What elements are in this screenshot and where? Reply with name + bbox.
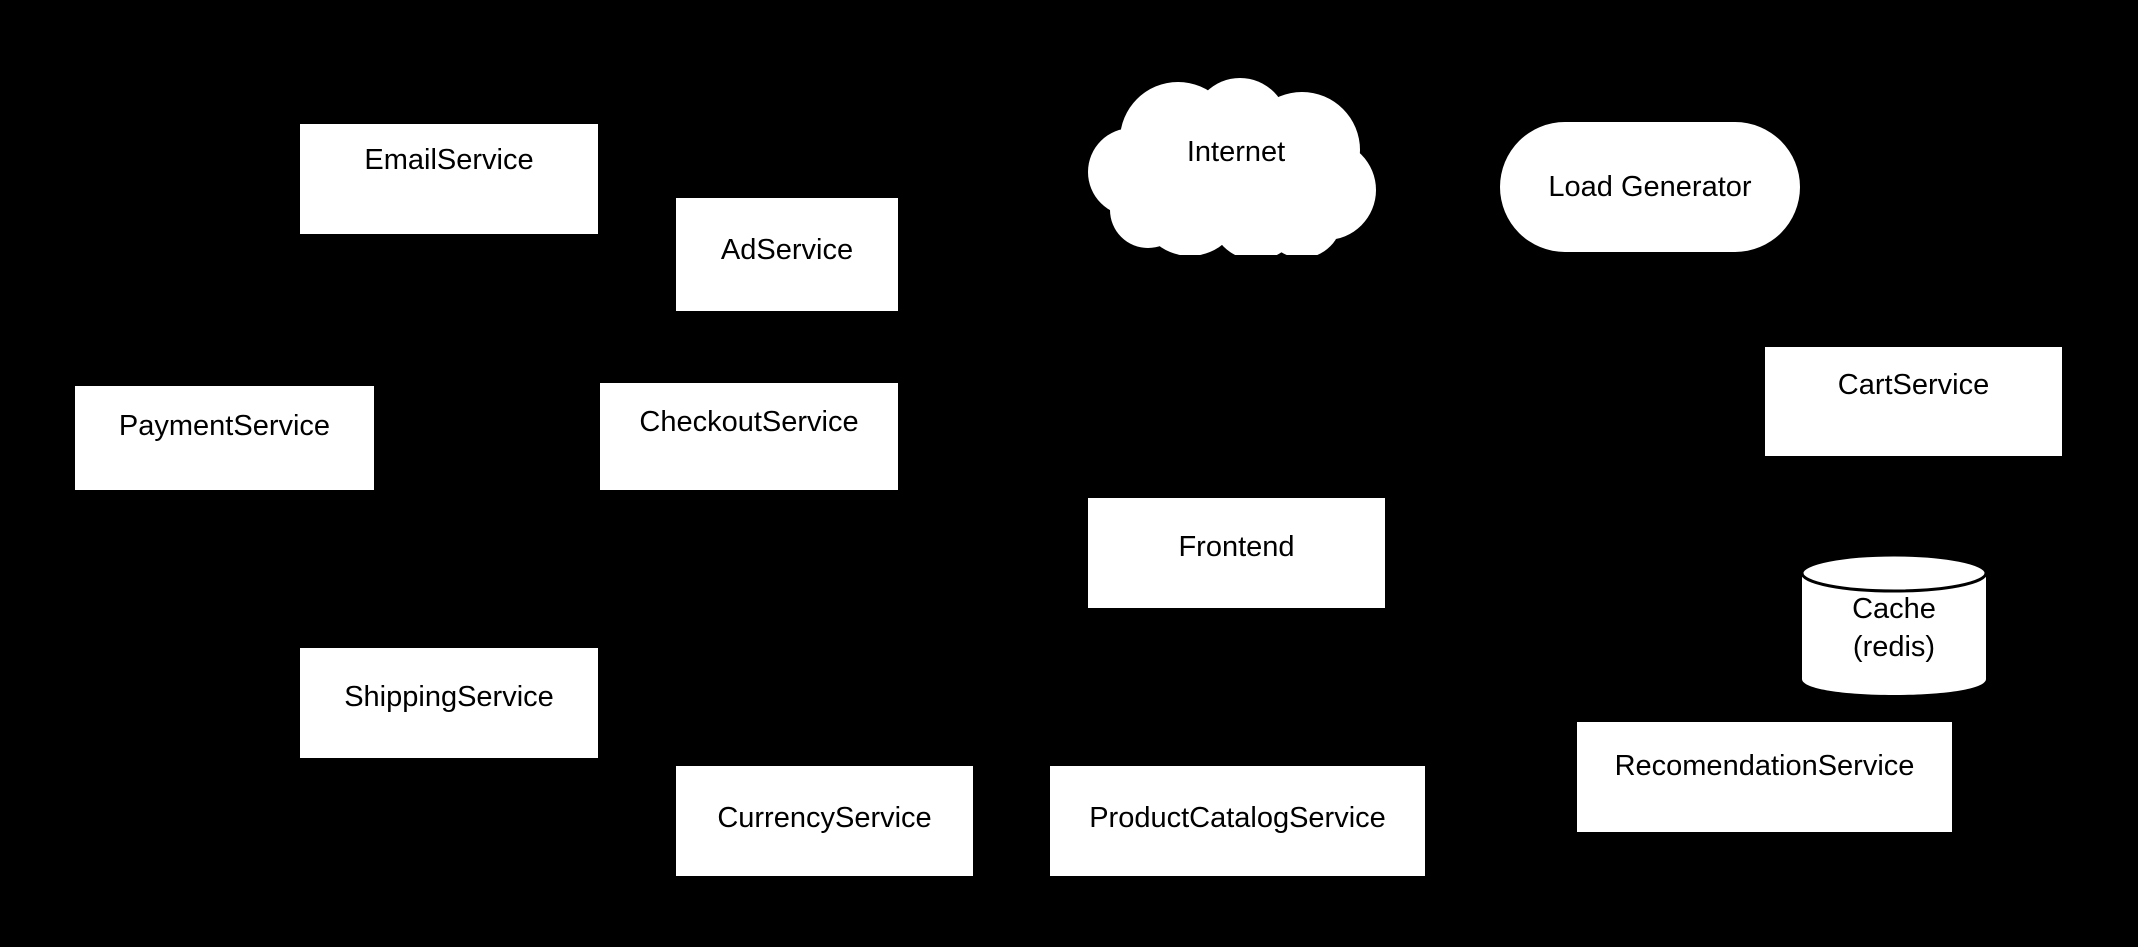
node-load-generator[interactable]: Load Generator — [1500, 122, 1800, 252]
node-label-cache-redis: Cache (redis) — [1800, 591, 1988, 666]
node-frontend[interactable]: Frontend — [1088, 498, 1385, 608]
node-payment-service[interactable]: PaymentService — [75, 386, 374, 490]
cylinder-shape-icon — [1800, 553, 1988, 695]
node-shipping-service[interactable]: ShippingService — [300, 648, 598, 758]
node-cache-redis[interactable]: Cache (redis) — [1800, 553, 1988, 697]
node-label-email-service: EmailService — [364, 144, 534, 176]
node-product-catalog-service[interactable]: ProductCatalogService — [1050, 766, 1425, 876]
node-label-shipping-service: ShippingService — [344, 681, 554, 713]
node-label-currency-service: CurrencyService — [717, 802, 932, 834]
cloud-shape-icon — [1088, 78, 1376, 255]
node-label-product-catalog-service: ProductCatalogService — [1089, 802, 1386, 834]
node-ad-service[interactable]: AdService — [676, 198, 898, 311]
node-recomendation-service[interactable]: RecomendationService — [1577, 722, 1952, 832]
node-internet[interactable]: Internet — [1088, 78, 1384, 255]
node-label-internet: Internet — [1186, 136, 1286, 168]
node-label-cache-redis-line1: Cache — [1852, 593, 1936, 625]
node-checkout-service[interactable]: CheckoutService — [600, 383, 898, 490]
node-label-payment-service: PaymentService — [118, 410, 331, 442]
node-label-checkout-service: CheckoutService — [639, 406, 859, 438]
node-label-cache-redis-line2: (redis) — [1852, 630, 1936, 663]
node-label-ad-service: AdService — [720, 234, 854, 266]
node-currency-service[interactable]: CurrencyService — [676, 766, 973, 876]
node-label-frontend: Frontend — [1178, 531, 1295, 563]
node-label-recomendation-service: RecomendationService — [1614, 750, 1915, 782]
node-label-load-generator: Load Generator — [1548, 170, 1752, 203]
node-email-service[interactable]: EmailService — [300, 124, 598, 234]
node-label-cart-service: CartService — [1837, 369, 1990, 401]
node-cart-service[interactable]: CartService — [1765, 347, 2062, 456]
